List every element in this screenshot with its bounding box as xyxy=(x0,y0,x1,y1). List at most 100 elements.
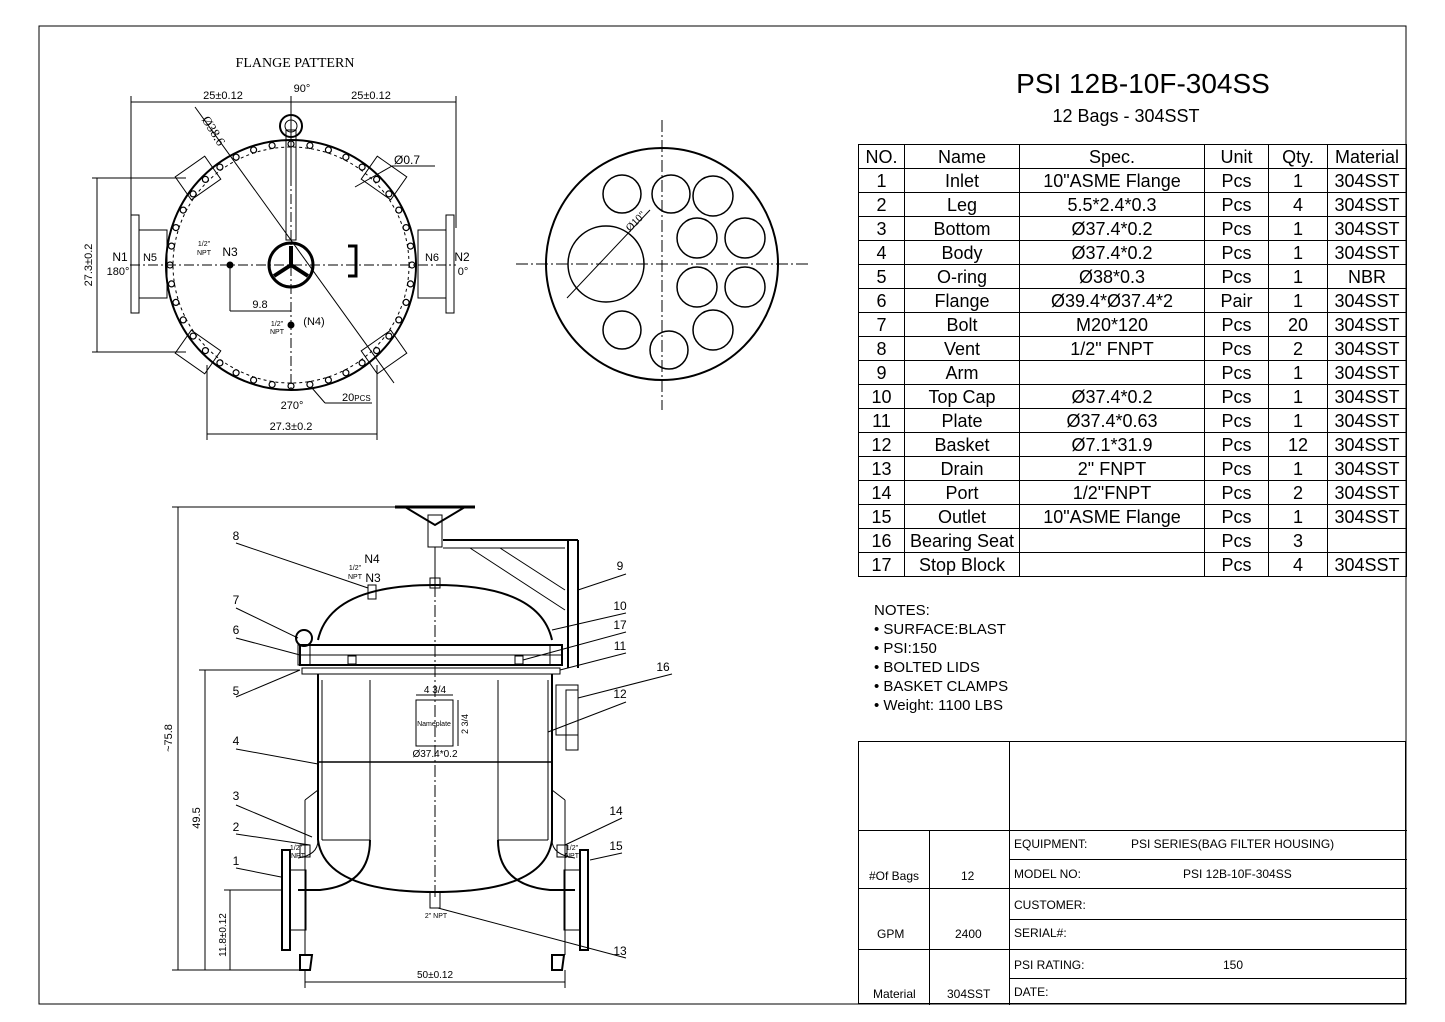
balloon-leader xyxy=(235,637,301,656)
bom-cell-name: Vent xyxy=(904,336,1020,361)
bom-cell-spec: Ø39.4*Ø37.4*2 xyxy=(1019,288,1205,313)
bom-cell-material: 304SST xyxy=(1327,336,1407,361)
bom-header-material: Material xyxy=(1327,144,1407,169)
svg-text:NPT: NPT xyxy=(565,853,580,860)
bolt-mark xyxy=(167,242,176,250)
bolt-mark xyxy=(395,316,403,324)
elevation-view: 4 3/4 Nameplate 2 3/4 Ø37.4*0.2 2" NPT 1… xyxy=(163,505,673,988)
bom-cell-no: 13 xyxy=(858,456,905,481)
svg-text:11.8±0.12: 11.8±0.12 xyxy=(218,913,229,957)
bom-cell-spec xyxy=(1019,528,1205,553)
svg-text:NPT: NPT xyxy=(291,853,306,860)
bom-cell-name: Arm xyxy=(904,360,1020,385)
note-item: • BOLTED LIDS xyxy=(874,659,980,676)
balloon-leader xyxy=(235,867,282,878)
bom-cell-name: Basket xyxy=(904,432,1020,457)
bom-cell-qty: 1 xyxy=(1268,288,1328,313)
balloon-leader xyxy=(547,701,627,733)
bom-cell-spec: M20*120 xyxy=(1019,312,1205,337)
svg-text:Ø38.6: Ø38.6 xyxy=(199,113,229,149)
bolt-mark xyxy=(250,376,258,384)
bom-cell-no: 5 xyxy=(858,264,905,289)
bom-header-unit: Unit xyxy=(1204,144,1269,169)
basket-hole xyxy=(602,310,642,350)
bom-cell-name: Stop Block xyxy=(904,552,1020,577)
bom-cell-name: Plate xyxy=(904,408,1020,433)
bom-cell-material: 304SST xyxy=(1327,480,1407,505)
svg-text:27.3±0.2: 27.3±0.2 xyxy=(83,244,95,287)
bolt-mark xyxy=(189,332,197,340)
bom-cell-unit: Pcs xyxy=(1204,456,1269,481)
bolt-mark xyxy=(373,347,381,355)
bom-cell-no: 16 xyxy=(858,528,905,553)
bolt-mark xyxy=(172,224,180,232)
balloon-label: 8 xyxy=(233,529,240,543)
balloon-label: 10 xyxy=(613,599,627,613)
bom-cell-no: 15 xyxy=(858,504,905,529)
bom-cell-name: O-ring xyxy=(904,264,1020,289)
bolt-mark xyxy=(324,146,332,154)
bolt-mark xyxy=(179,206,187,214)
bom-cell-no: 8 xyxy=(858,336,905,361)
bom-cell-no: 14 xyxy=(858,480,905,505)
svg-text:1/2": 1/2" xyxy=(290,845,303,852)
svg-text:~75.8: ~75.8 xyxy=(163,724,175,752)
note-item: • Weight: 1100 LBS xyxy=(874,697,1003,714)
bolt-mark xyxy=(179,316,187,324)
bom-cell-material: 304SST xyxy=(1327,288,1407,313)
bom-cell-material: 304SST xyxy=(1327,192,1407,217)
bom-cell-unit: Pcs xyxy=(1204,216,1269,241)
equipment-value: PSI SERIES(BAG FILTER HOUSING) xyxy=(1131,837,1335,851)
bom-cell-name: Inlet xyxy=(904,168,1020,193)
bom-cell-no: 12 xyxy=(858,432,905,457)
basket-hole xyxy=(676,217,718,259)
bom-cell-material: 304SST xyxy=(1327,408,1407,433)
bolt-mark xyxy=(395,206,403,214)
balloon-leader xyxy=(235,542,369,589)
bom-cell-material: 304SST xyxy=(1327,504,1407,529)
bom-cell-material: 304SST xyxy=(1327,312,1407,337)
svg-text:27.3±0.2: 27.3±0.2 xyxy=(270,421,313,433)
svg-text:90°: 90° xyxy=(294,83,311,95)
bom-cell-material: 304SST xyxy=(1327,432,1407,457)
flange-pattern-view: FLANGE PATTERN 25±0.12 90° 25±0.12 Ø38.6… xyxy=(83,56,470,440)
balloon-label: 12 xyxy=(613,687,627,701)
bolt-mark xyxy=(385,190,393,198)
bolt-mark xyxy=(385,332,393,340)
model-label: MODEL NO: xyxy=(1014,867,1081,881)
bom-cell-unit: Pcs xyxy=(1204,168,1269,193)
balloon-label: 9 xyxy=(617,559,624,573)
svg-text:NPT: NPT xyxy=(270,329,285,336)
basket-hole xyxy=(602,174,642,214)
balloon-leader xyxy=(577,573,627,591)
bom-cell-spec: 10"ASME Flange xyxy=(1019,168,1205,193)
bom-cell-spec xyxy=(1019,552,1205,577)
svg-text:9.8: 9.8 xyxy=(252,299,267,311)
balloon-label: 17 xyxy=(613,618,627,632)
bom-cell-qty: 2 xyxy=(1268,480,1328,505)
svg-text:25±0.12: 25±0.12 xyxy=(203,90,243,102)
balloon-leader xyxy=(564,817,623,846)
balloon-label: 3 xyxy=(233,789,240,803)
bom-header-row: NO. Name Spec. Unit Qty. Material xyxy=(858,144,1407,169)
psi-rating-value: 150 xyxy=(1223,958,1244,972)
bom-cell-name: Outlet xyxy=(904,504,1020,529)
bom-cell-material: 304SST xyxy=(1327,360,1407,385)
bom-cell-spec: Ø7.1*31.9 xyxy=(1019,432,1205,457)
bom-cell-no: 6 xyxy=(858,288,905,313)
bom-cell-unit: Pcs xyxy=(1204,432,1269,457)
bom-cell-unit: Pcs xyxy=(1204,360,1269,385)
bom-cell-material: 304SST xyxy=(1327,456,1407,481)
bolt-mark xyxy=(402,224,410,232)
bolt-mark xyxy=(342,153,350,161)
